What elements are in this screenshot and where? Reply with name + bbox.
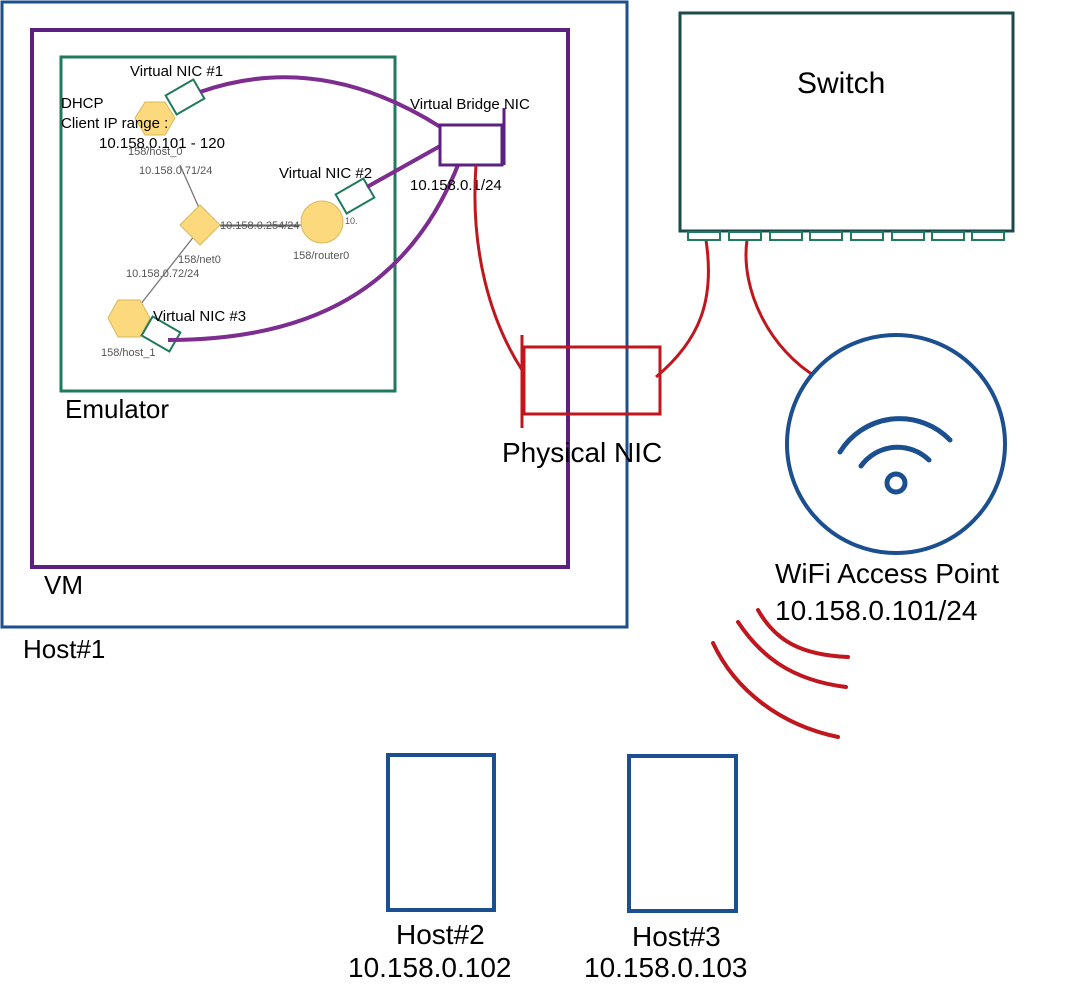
switch-box: [678, 11, 1015, 233]
host0-node: [134, 101, 176, 136]
router0-name: 158/router0: [293, 250, 349, 262]
host1-node-name: 158/host_1: [101, 347, 155, 359]
switch-ports: [687, 231, 1005, 241]
host3-box: [627, 754, 738, 913]
router0-node: [300, 200, 344, 244]
wifi-icon: [837, 416, 953, 495]
vnic3-icon: [140, 315, 182, 353]
switch-label: Switch: [797, 67, 885, 100]
wifi-ap-label: WiFi Access Point: [775, 558, 999, 589]
vnic2-bridge-link: [366, 143, 443, 189]
link-host0-net0: [179, 164, 201, 211]
switch-port: [850, 231, 884, 241]
virtual-bridge-nic: [438, 123, 504, 167]
host1-box: [0, 0, 629, 629]
client-ip-range-label: Client IP range :: [61, 115, 168, 132]
switch-port: [687, 231, 721, 241]
host0-name: 158/host_0: [128, 146, 182, 158]
emulator-box: [59, 55, 397, 393]
switch-port: [971, 231, 1005, 241]
host3-label: Host#3: [632, 921, 721, 952]
vnic1-icon: [164, 78, 206, 116]
net0-node: [179, 204, 221, 246]
link-net0-host1: [139, 234, 196, 306]
physical-nic: [522, 345, 662, 416]
virtual-bridge-nic-label: Virtual Bridge NIC: [410, 96, 530, 113]
wifi-ap-ip: 10.158.0.101/24: [775, 595, 977, 626]
switch-port: [769, 231, 803, 241]
physical-nic-label: Physical NIC: [502, 437, 662, 468]
vm-box: [30, 28, 570, 569]
vnic3-bridge-link: [167, 159, 462, 342]
emulator-label: Emulator: [65, 394, 169, 424]
switch-port: [728, 231, 762, 241]
host3-ip: 10.158.0.103: [584, 952, 748, 983]
switch-port: [809, 231, 843, 241]
host1-label: Host#1: [23, 634, 105, 664]
wireless-signal: [711, 608, 850, 739]
host1-node: [107, 299, 151, 338]
vnic1-bridge-link: [199, 75, 444, 130]
vnic2-label: Virtual NIC #2: [279, 165, 372, 182]
switch-port: [931, 231, 965, 241]
switch-ap-cable: [744, 239, 819, 380]
ip-range-value: 10.158.0.101 - 120: [99, 135, 225, 152]
switch-port: [891, 231, 925, 241]
wifi-ap-circle: [785, 333, 1007, 555]
vnic1-label: Virtual NIC #1: [130, 63, 223, 80]
host1-link-ip: 10.158.0.72/24: [126, 268, 199, 280]
host2-label: Host#2: [396, 919, 485, 950]
router-link-ip: 10.158.0.254/24: [220, 220, 300, 232]
host2-box: [386, 753, 496, 912]
vnic3-label: Virtual NIC #3: [153, 308, 246, 325]
net0-name: 158/net0: [178, 254, 221, 266]
vm-label: VM: [44, 570, 83, 600]
bridge-physical-cable: [473, 164, 524, 371]
router-side-label: 10.: [345, 216, 358, 226]
bridge-ip: 10.158.0.1/24: [410, 177, 502, 194]
vnic2-icon: [334, 177, 376, 215]
dhcp-label: DHCP: [61, 95, 104, 112]
host0-ip: 10.158.0.71/24: [139, 165, 212, 177]
host2-ip: 10.158.0.102: [348, 952, 512, 983]
physical-switch-cable: [655, 239, 710, 379]
